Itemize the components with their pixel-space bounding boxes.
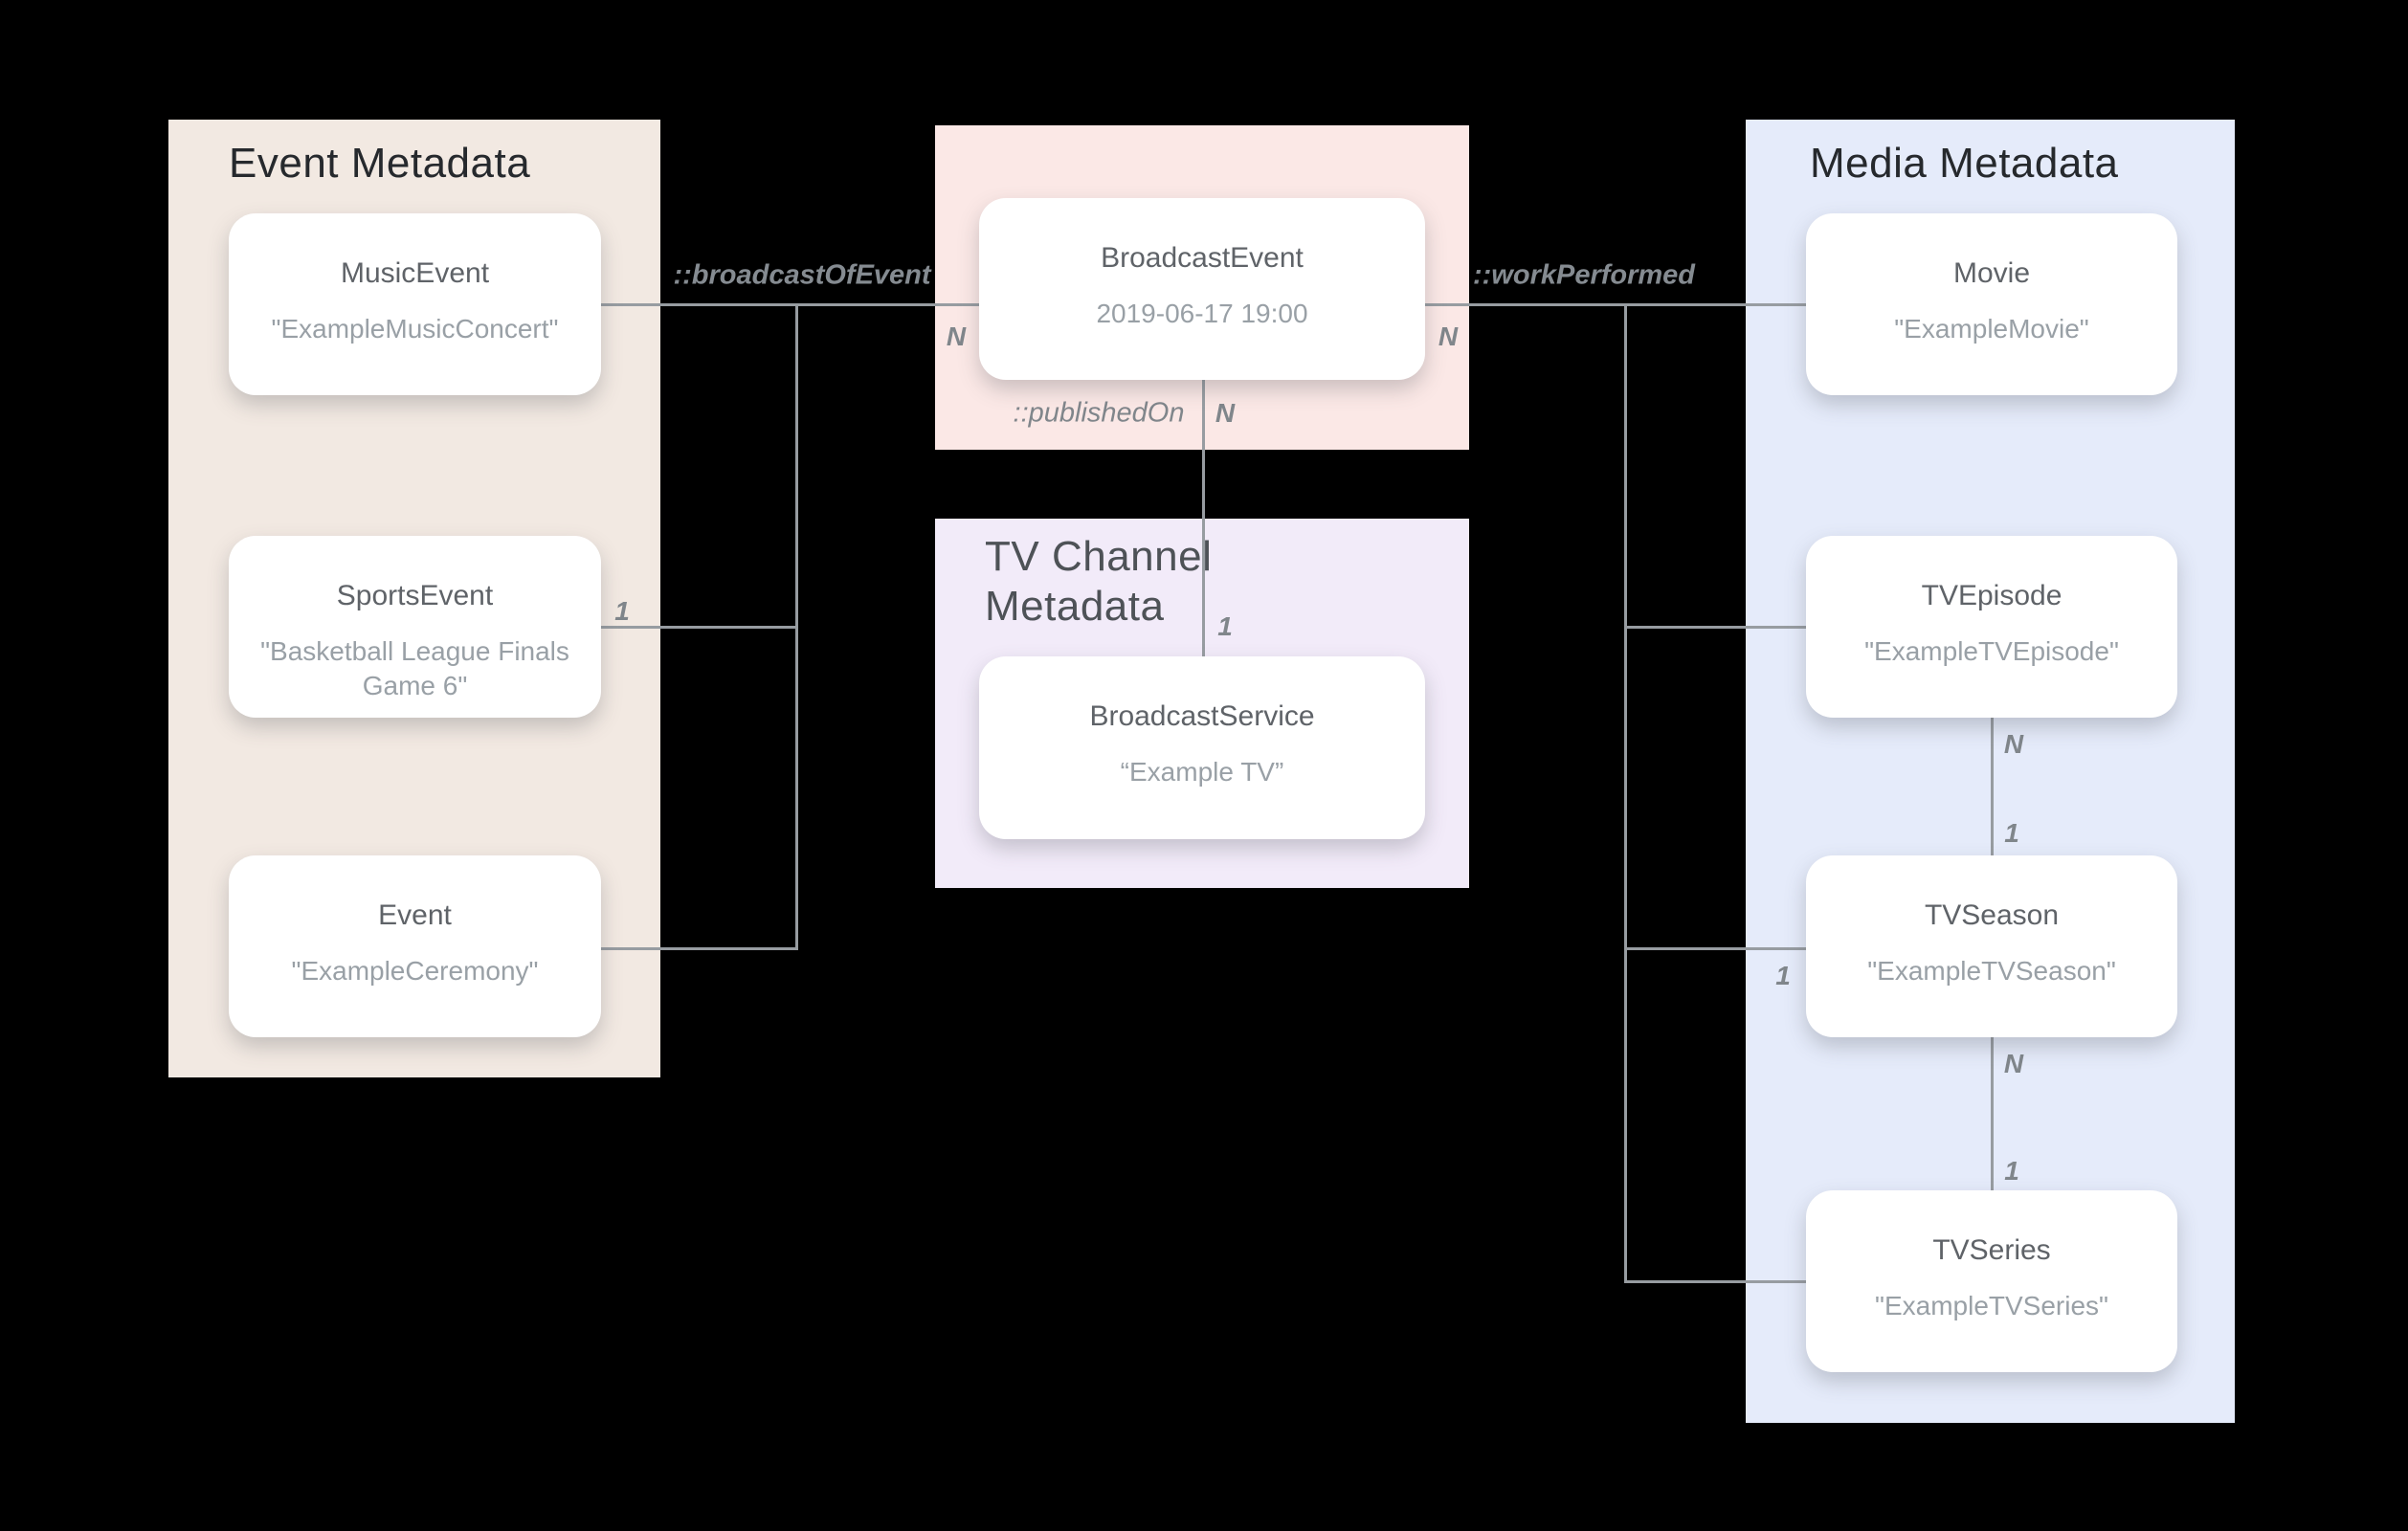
node-subtitle: 2019-06-17 19:00 (1096, 299, 1308, 328)
node-subtitle: "ExampleTVSeason" (1867, 956, 2116, 986)
node-event: Event "ExampleCeremony" (229, 855, 601, 1037)
connector-broadcastevent-to-movie (1425, 303, 1806, 306)
edge-label-work-performed: ::workPerformed (1472, 259, 1696, 291)
node-title: TVSeries (1932, 1234, 2051, 1266)
node-title: TVSeason (1924, 899, 2060, 931)
node-movie: Movie "ExampleMovie" (1806, 213, 2177, 395)
connector-sportsevent-branch (601, 626, 798, 629)
cardinality-tvseason-branch-1: 1 (1775, 961, 1791, 990)
cardinality-sportsevent-1: 1 (614, 596, 630, 626)
node-title: BroadcastService (1089, 700, 1315, 732)
cardinality-tvseries-1: 1 (2004, 1156, 2019, 1186)
node-subtitle: “Example TV” (1120, 757, 1284, 787)
cardinality-broadcastservice-1: 1 (1217, 611, 1233, 641)
node-subtitle: "ExampleMovie" (1894, 314, 2089, 344)
node-tv-episode: TVEpisode "ExampleTVEpisode" (1806, 536, 2177, 718)
node-title: SportsEvent (336, 580, 494, 611)
node-sports-event: SportsEvent "Basketball League Finals Ga… (229, 536, 601, 718)
cardinality-tvepisode-n: N (2003, 729, 2024, 759)
node-subtitle: "ExampleTVSeries" (1875, 1291, 2108, 1320)
connector-musicevent-to-broadcastevent (601, 303, 979, 306)
node-subtitle: "Basketball League Finals Game 6" (260, 636, 569, 700)
edge-label-broadcast-of-event: ::broadcastOfEvent (673, 259, 931, 291)
node-broadcast-service: BroadcastService “Example TV” (979, 656, 1425, 839)
node-subtitle: "ExampleTVEpisode" (1864, 636, 2119, 666)
connector-tvseason-branch (1624, 947, 1806, 950)
connector-media-trunk (1624, 303, 1627, 1283)
node-title: MusicEvent (340, 257, 490, 289)
media-metadata-panel-title: Media Metadata (1810, 140, 2119, 187)
node-title: Event (378, 899, 452, 931)
node-title: Movie (1952, 257, 2031, 289)
node-title: BroadcastEvent (1101, 242, 1304, 274)
node-subtitle: "ExampleCeremony" (291, 956, 539, 986)
cardinality-publishedon-n: N (1215, 398, 1236, 428)
tv-channel-metadata-panel-title: TV Channel Metadata (985, 533, 1213, 630)
connector-publishedon (1202, 380, 1205, 657)
connector-tvepisode-branch (1624, 626, 1806, 629)
node-subtitle: "ExampleMusicConcert" (271, 314, 559, 344)
cardinality-tvseason-top-1: 1 (2004, 818, 2019, 848)
edge-label-published-on: ::publishedOn (1013, 397, 1185, 429)
cardinality-broadcastevent-right-n: N (1438, 322, 1459, 351)
cardinality-broadcastevent-left-n: N (946, 322, 967, 351)
cardinality-tvseason-bottom-n: N (2003, 1049, 2024, 1078)
connector-event-branch (601, 947, 798, 950)
event-metadata-panel-title: Event Metadata (229, 140, 531, 187)
node-music-event: MusicEvent "ExampleMusicConcert" (229, 213, 601, 395)
node-tv-series: TVSeries "ExampleTVSeries" (1806, 1190, 2177, 1372)
node-broadcast-event: BroadcastEvent 2019-06-17 19:00 (979, 198, 1425, 380)
connector-tvseason-tvseries (1991, 1037, 1994, 1190)
connector-tvepisode-tvseason (1991, 718, 1994, 855)
node-title: TVEpisode (1921, 580, 2062, 611)
connector-tvseries-branch (1624, 1280, 1806, 1283)
node-tv-season: TVSeason "ExampleTVSeason" (1806, 855, 2177, 1037)
